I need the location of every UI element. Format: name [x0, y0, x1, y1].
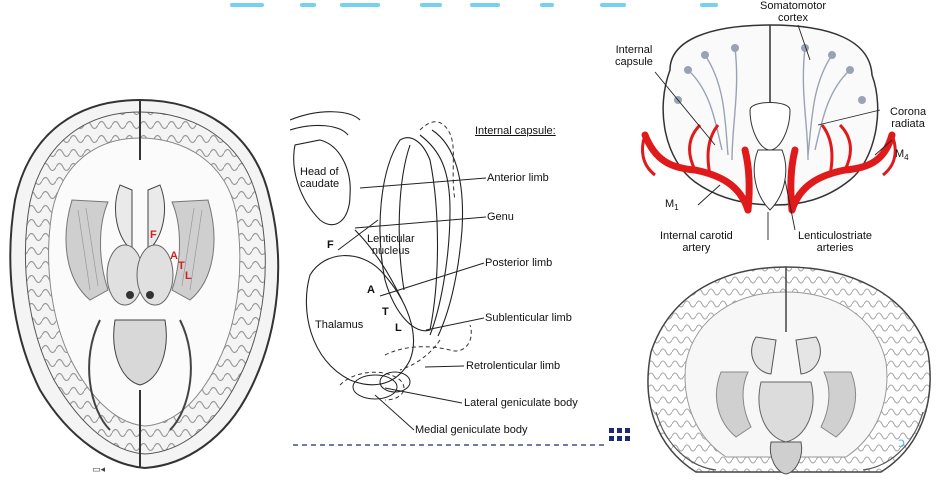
- label-lenticulostriate-arteries: Lenticulostriate arteries: [798, 230, 872, 254]
- schematic-heading: Internal capsule:: [475, 125, 556, 137]
- label-thalamus: Thalamus: [315, 319, 364, 331]
- callout-anterior-limb: Anterior limb: [487, 172, 549, 184]
- spiral-icon[interactable]: ↄ: [898, 436, 906, 451]
- label-internal-capsule: Internal capsule: [615, 44, 653, 68]
- axial-label-f: F: [150, 229, 157, 241]
- vascular-diagram: Somatomotor cortex Internal capsule Coro…: [600, 0, 943, 262]
- label-l: L: [395, 322, 402, 334]
- callout-medial-geniculate-body: Medial geniculate body: [415, 424, 528, 436]
- label-internal-carotid-artery: Internal carotid artery: [660, 230, 733, 254]
- callout-posterior-limb: Posterior limb: [485, 257, 553, 269]
- label-lenticular-nucleus: Lenticular nucleus: [367, 233, 415, 257]
- more-icon[interactable]: [609, 428, 630, 441]
- coronal-brain-slice: [636, 262, 943, 478]
- callout-genu: Genu: [487, 211, 514, 223]
- label-m1: M1: [665, 198, 679, 213]
- label-t: T: [382, 306, 389, 318]
- label-somatomotor-cortex: Somatomotor cortex: [760, 0, 827, 24]
- slide-title-fragment: [0, 0, 943, 10]
- axial-label-t: T: [178, 260, 185, 272]
- axial-brain-slice: F A T L: [0, 90, 290, 475]
- callout-sublenticular-limb: Sublenticular limb: [485, 312, 572, 324]
- callout-retrolenticular-limb: Retrolenticular limb: [466, 360, 561, 372]
- label-a: A: [367, 284, 375, 296]
- label-m4: M4: [895, 148, 909, 163]
- axial-label-l: L: [185, 270, 192, 282]
- internal-capsule-schematic: Internal capsule: Head of caudate Lentic…: [289, 100, 610, 460]
- axial-label-a: A: [170, 250, 178, 262]
- callout-lateral-geniculate-body: Lateral geniculate body: [464, 397, 578, 409]
- camera-icon[interactable]: ▭◂: [92, 465, 106, 475]
- label-corona-radiata: Corona radiata: [890, 106, 927, 130]
- label-f: F: [327, 239, 334, 251]
- label-head-of-caudate: Head of caudate: [300, 166, 340, 190]
